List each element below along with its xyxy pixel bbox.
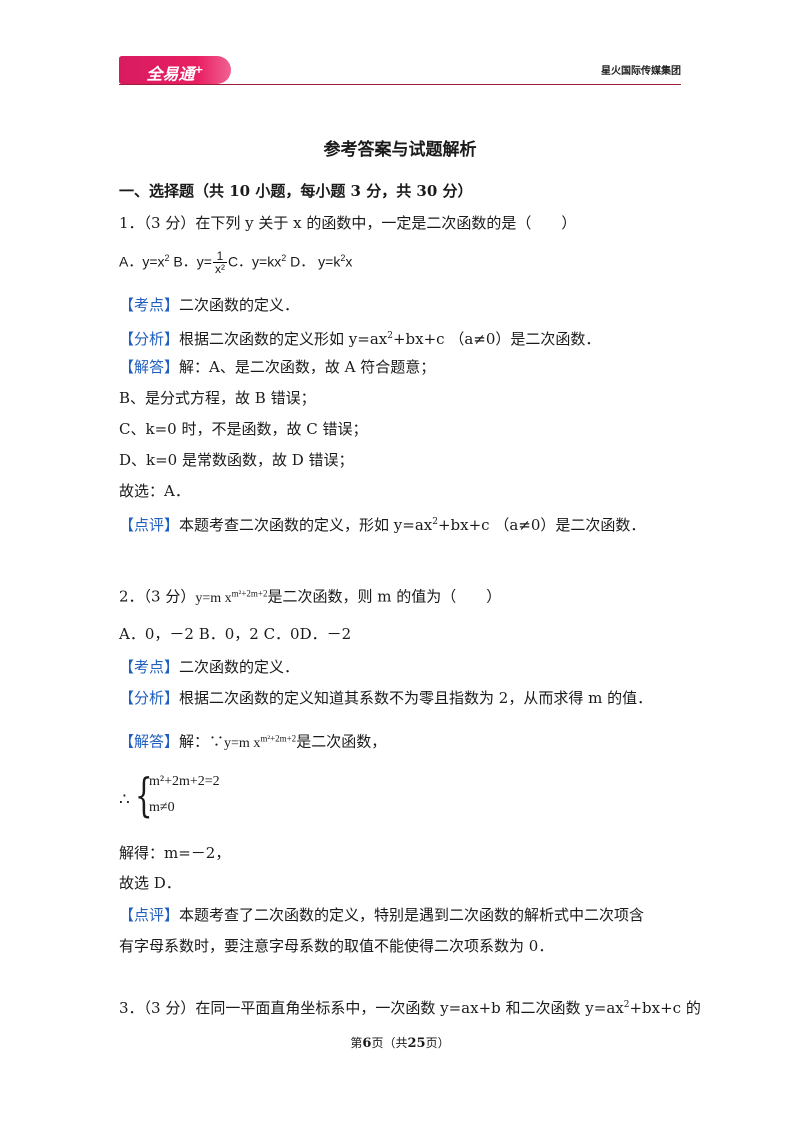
logo-plus: +: [194, 63, 204, 76]
q1-fraction-den: x²: [214, 262, 225, 277]
q2-jieda-post: 是二次函数，: [296, 732, 387, 751]
q1-option-a: A．y=x: [119, 253, 165, 270]
q3-stem: 3．（3 分）在同一平面直角坐标系中，一次函数 y=ax+b 和二次函数 y=a…: [119, 995, 701, 1018]
q1-jieda-text: 解：A、是二次函数，故 A 符合题意；: [179, 358, 436, 376]
q1-choose: 故选：A．: [119, 482, 190, 500]
q1-option-d-tail: x: [345, 253, 353, 270]
q1-line-d: D、k=0 是常数函数，故 D 错误；: [119, 451, 354, 469]
q1-fenxi-tag: 【分析】: [119, 330, 180, 348]
q2-fenxi-text: 根据二次函数的定义知道其系数不为零且指数为 2，从而求得 m 的值．: [179, 689, 653, 707]
q2-kaodian: 【考点】二次函数的定义．: [119, 657, 299, 677]
q2-stem: 2．（3 分）y=m xm²+2m+2是二次函数，则 m 的值为（ ）: [119, 583, 501, 609]
publisher-name: 星火国际传媒集团: [601, 66, 681, 77]
q2-equation-1: m²+2m+2=2: [149, 774, 220, 789]
q2-equation-system: ∴ { m²+2m+2=2 m≠0: [119, 770, 259, 826]
header-rule: [119, 84, 681, 85]
q1-dianping: 【点评】本题考查二次函数的定义，形如 y=ax2+bx+c （a≠0）是二次函数…: [119, 512, 645, 535]
logo-text: 全易通: [146, 64, 195, 84]
q1-line-b: B、是分式方程，故 B 错误；: [119, 389, 316, 407]
q2-jieda-formula: y=m xm²+2m+2: [224, 733, 297, 751]
q1-dianping-text-b: +bx+c （a≠0）是二次函数．: [437, 516, 646, 534]
page-title: 参考答案与试题解析: [323, 140, 477, 160]
footer-total-pages: 25: [407, 1036, 426, 1051]
q2-dianping: 【点评】本题考查了二次函数的定义，特别是遇到二次函数的解析式中二次项含: [119, 905, 644, 925]
q2-jieda: 【解答】解：∵y=m xm²+2m+2是二次函数，: [119, 728, 386, 754]
footer-page-number: 6: [362, 1036, 372, 1051]
q2-dianping-cont: 有字母系数时，要注意字母系数的取值不能使得二次项系数为 0．: [119, 937, 554, 955]
q2-jieda-formula-exp: m²+2m+2: [260, 733, 297, 743]
q1-kaodian-text: 二次函数的定义．: [179, 296, 300, 314]
q1-sup-c: 2: [281, 253, 287, 263]
q1-option-b: B．y=: [169, 253, 212, 270]
q2-equation-2: m≠0: [149, 800, 175, 815]
section-heading: 一、选择题（共 10 小题，每小题 3 分，共 30 分）: [119, 182, 473, 200]
q2-fenxi: 【分析】根据二次函数的定义知道其系数不为零且指数为 2，从而求得 m 的值．: [119, 688, 652, 708]
q1-dianping-tag: 【点评】: [119, 516, 180, 534]
q2-kaodian-text: 二次函数的定义．: [179, 658, 300, 676]
brand-logo: 全易通+: [119, 56, 231, 84]
q2-jieda-pre: 解：∵: [179, 732, 225, 751]
q1-fenxi-sup: 2: [387, 331, 393, 341]
q3-stem-a: 3．（3 分）在同一平面直角坐标系中，一次函数 y=ax+b 和二次函数 y=a…: [119, 999, 624, 1017]
q2-formula: y=m xm²+2m+2: [195, 588, 268, 606]
therefore-symbol: ∴: [119, 790, 130, 809]
q2-dianping-line-1: 本题考查了二次函数的定义，特别是遇到二次函数的解析式中二次项含: [179, 906, 645, 924]
q1-stem: 1．（3 分）在下列 y 关于 x 的函数中，一定是二次函数的是（ ）: [119, 214, 577, 232]
q2-fenxi-tag: 【分析】: [119, 689, 180, 707]
q1-fenxi: 【分析】根据二次函数的定义形如 y=ax2+bx+c （a≠0）是二次函数．: [119, 326, 600, 349]
q1-sup-d: 2: [340, 253, 346, 263]
q1-fenxi-text-a: 根据二次函数的定义形如 y=ax: [179, 330, 388, 348]
q1-kaodian-tag: 【考点】: [119, 296, 180, 314]
page-footer: 第6页（共25页）: [0, 1034, 800, 1051]
q1-fenxi-text-b: +bx+c （a≠0）是二次函数．: [392, 330, 601, 348]
q2-jieda-tag: 【解答】: [119, 732, 180, 751]
q2-stem-pre: 2．（3 分）: [119, 587, 196, 606]
q1-dianping-sup: 2: [432, 517, 438, 527]
q3-sup: 2: [623, 1000, 630, 1010]
page-header: 全易通+ 星火国际传媒集团: [119, 56, 681, 86]
q1-dianping-text-a: 本题考查二次函数的定义，形如 y=ax: [179, 516, 433, 534]
q1-jieda-tag: 【解答】: [119, 358, 180, 376]
q1-fraction-num: 1: [212, 250, 227, 264]
q2-solve: 解得：m=－2，: [119, 844, 231, 862]
q1-option-c: C．y=kx: [227, 253, 282, 270]
footer-pre: 第: [350, 1036, 363, 1050]
q1-kaodian: 【考点】二次函数的定义．: [119, 295, 299, 315]
q1-sup-a: 2: [164, 253, 170, 263]
q1-jieda: 【解答】解：A、是二次函数，故 A 符合题意；: [119, 357, 435, 377]
q2-formula-base: y=m x: [195, 590, 232, 606]
q2-jieda-formula-base: y=m x: [224, 735, 261, 751]
q2-kaodian-tag: 【考点】: [119, 658, 180, 676]
q2-dianping-tag: 【点评】: [119, 906, 180, 924]
q1-option-d: D． y=k: [286, 253, 341, 270]
footer-post: 页）: [425, 1036, 450, 1050]
footer-mid: 页（共: [371, 1036, 408, 1050]
q2-stem-post: 是二次函数，则 m 的值为（ ）: [267, 587, 502, 606]
q1-line-c: C、k=0 时，不是函数，故 C 错误；: [119, 420, 368, 438]
q2-choose: 故选 D．: [119, 874, 181, 892]
q2-options: A．0，－2 B．0，2 C．0D．－2: [119, 625, 352, 643]
q2-formula-exp: m²+2m+2: [231, 588, 268, 598]
q3-stem-b: +bx+c 的: [629, 999, 701, 1017]
left-brace-icon: {: [135, 768, 153, 822]
